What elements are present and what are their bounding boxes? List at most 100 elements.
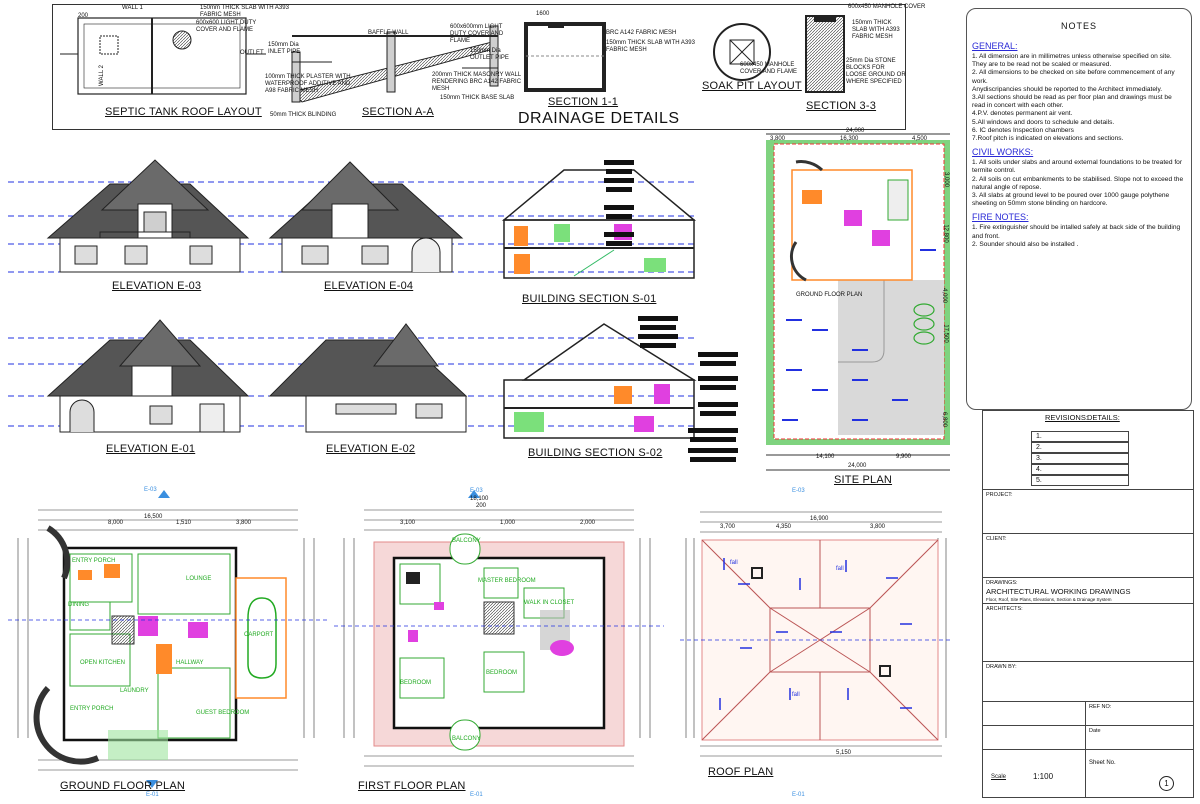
first-room-bedroom2: BEDROOM: [486, 670, 518, 676]
date-label: Date: [1089, 728, 1101, 734]
ground-room-lounge: LOUNGE: [186, 576, 212, 582]
title-block: REVISIONS: DETAILS: 1. 2. 3. 4. 5. PROJE…: [982, 410, 1194, 798]
section-33-note-stone: 25mm Dia STONE BLOCKS FOR LOOSE GROUND O…: [846, 58, 906, 85]
drawings-label: DRAWINGS:: [986, 580, 1018, 586]
roof-fall-label: fall: [836, 566, 844, 572]
section-aa-note-plaster: 100mm THICK PLASTER WITH WATERPROOF ADDI…: [265, 74, 351, 94]
septic-dims: 200: [78, 13, 89, 19]
section-11-dims: 1600: [536, 11, 550, 17]
revision-row: 4.: [1031, 464, 1129, 475]
revisions-label: REVISIONS:: [1045, 413, 1088, 422]
first-floor-plan-drawing: [334, 490, 664, 767]
fire-note: 2. Sounder should also be installed .: [972, 240, 1079, 248]
site-dim-side-e: 6,800: [941, 411, 948, 428]
site-dim-top-c: 4,500: [912, 136, 928, 142]
general-note: 5.All windows and doors to schedule and …: [972, 118, 1115, 126]
building-section-s01-title: BUILDING SECTION S-01: [522, 293, 657, 305]
first-dim-c: 1,000: [500, 520, 516, 526]
section-33-drawing: [805, 15, 845, 93]
site-dim-top-a: 3,800: [770, 136, 786, 142]
first-marker-e03: E-03: [470, 488, 483, 494]
general-note: 2. All dimensions to be checked on site …: [972, 69, 1175, 85]
elevation-e03-title: ELEVATION E-03: [112, 280, 202, 292]
first-room-bedroom1: BEDROOM: [400, 680, 432, 686]
roof-dim-d: 5,150: [836, 750, 852, 756]
section-aa-note-blinding: 50mm THICK BLINDING: [270, 112, 337, 118]
elevation-e02-drawing: [268, 323, 468, 433]
section-11-drawing: [524, 22, 606, 92]
elevation-e04-drawing: [268, 161, 464, 273]
drawn-by-label: DRAWN BY:: [986, 664, 1017, 670]
roof-fall-label: fall: [792, 692, 800, 698]
civil-note: 1. All soils under slabs and around exte…: [972, 159, 1183, 175]
roof-marker-e03: E-03: [792, 488, 805, 494]
revision-row: 1.: [1031, 431, 1129, 442]
site-dim-top: 24,000: [846, 128, 865, 134]
civil-note: 2. All soils on cut embankments to be st…: [972, 175, 1184, 191]
section-33-title: SECTION 3-3: [806, 100, 877, 112]
sheet-label: Sheet No.: [1089, 760, 1116, 766]
drawing-subtitle: Floor, Roof, Site Plans, Elevations, Sec…: [986, 597, 1112, 602]
notes-title: NOTES: [1060, 21, 1097, 31]
site-dim-side-a: 3,000: [943, 171, 950, 188]
section-aa-drawing: [291, 25, 499, 103]
septic-tank-roof-title: SEPTIC TANK ROOF LAYOUT: [105, 106, 262, 118]
first-room-closet: WALK IN CLOSET: [524, 600, 575, 606]
general-heading: GENERAL:: [972, 41, 1018, 51]
section-11-title: SECTION 1-1: [548, 96, 619, 108]
site-dim-side-d: 4,000: [941, 287, 948, 304]
ground-dim-a: 8,000: [108, 520, 124, 526]
ground-dim-c: 3,800: [236, 520, 252, 526]
site-dim-bottom-total: 24,000: [848, 463, 867, 469]
site-dim-side-b: 12,800: [942, 224, 949, 243]
drawings-row: DRAWINGS: ARCHITECTURAL WORKING DRAWINGS…: [983, 577, 1193, 604]
section-aa-title: SECTION A-A: [362, 106, 434, 118]
fire-heading: FIRE NOTES:: [972, 212, 1029, 223]
site-dim-top-b: 16,300: [840, 136, 859, 142]
details-label: DETAILS:: [1087, 413, 1120, 422]
septic-wall2: WALL 2: [98, 65, 105, 86]
septic-wall1: WALL 1: [122, 5, 143, 11]
scale-label: Scale: [991, 774, 1007, 780]
site-plan-title: SITE PLAN: [834, 474, 893, 486]
building-section-s02-drawing: [503, 323, 697, 439]
ground-marker-e01: E-01: [146, 792, 159, 798]
section-33-note-slab: 150mm THICK SLAB WITH A393 FABRIC MESH: [852, 20, 900, 40]
general-note: 3.All sections should be read as per flo…: [972, 94, 1172, 110]
elevation-e01-title: ELEVATION E-01: [106, 443, 196, 455]
civil-heading: CIVIL WORKS:: [972, 147, 1034, 158]
section-11-note-slab: 150mm THICK SLAB WITH A393 FABRIC MESH: [606, 40, 695, 53]
level-tags-s02: [638, 316, 738, 462]
site-plan-drawing: [766, 133, 950, 471]
revision-row: 2.: [1031, 442, 1129, 453]
ground-room-carport: CARPORT: [244, 632, 274, 638]
architects-row: ARCHITECTS:: [983, 603, 1193, 662]
general-note: 7.Roof pitch is indicated on elevations …: [972, 135, 1124, 143]
building-section-s02-title: BUILDING SECTION S-02: [528, 447, 663, 459]
ground-room-dining: DINING: [68, 602, 89, 608]
section-aa-note-inlet: 150mm Dia INLET PIPE: [268, 42, 301, 55]
ground-marker-e03: E-03: [144, 487, 157, 493]
first-room-balcony: BALCONY: [452, 538, 481, 544]
scale-row: Scale 1:100 Sheet No. 1: [983, 749, 1193, 798]
first-floor-plan-title: FIRST FLOOR PLAN: [358, 780, 466, 792]
roof-plan-drawing: [680, 511, 950, 757]
site-dim-bottom-a: 14,100: [816, 454, 835, 460]
septic-note-slab: 150mm THICK SLAB WITH A393 FABRIC MESH: [200, 5, 289, 18]
soak-pit-drawing: [713, 23, 771, 81]
project-label: PROJECT:: [986, 492, 1013, 498]
elevation-e02-title: ELEVATION E-02: [326, 443, 416, 455]
revision-row: 5.: [1031, 475, 1129, 486]
elevation-e03-drawing: [46, 159, 250, 273]
ground-room-guest: GUEST BEDROOM: [196, 710, 250, 716]
section-aa-note-outlet: 150mm Dia OUTLET PIPE: [470, 48, 509, 61]
sheet-number-circle: 1: [1159, 776, 1174, 791]
architects-label: ARCHITECTS:: [986, 606, 1023, 612]
first-dim-d: 2,000: [580, 520, 596, 526]
section-aa-note-cover: 600x600mm LIGHT DUTY COVER AND FLAME: [450, 24, 504, 44]
ground-floor-plan-drawing: [8, 490, 328, 788]
client-row: CLIENT:: [983, 533, 1193, 578]
septic-tank-roof-drawing: [60, 17, 266, 95]
ref-row: REF NO:: [983, 701, 1193, 726]
roof-dim-c: 3,800: [870, 524, 886, 530]
